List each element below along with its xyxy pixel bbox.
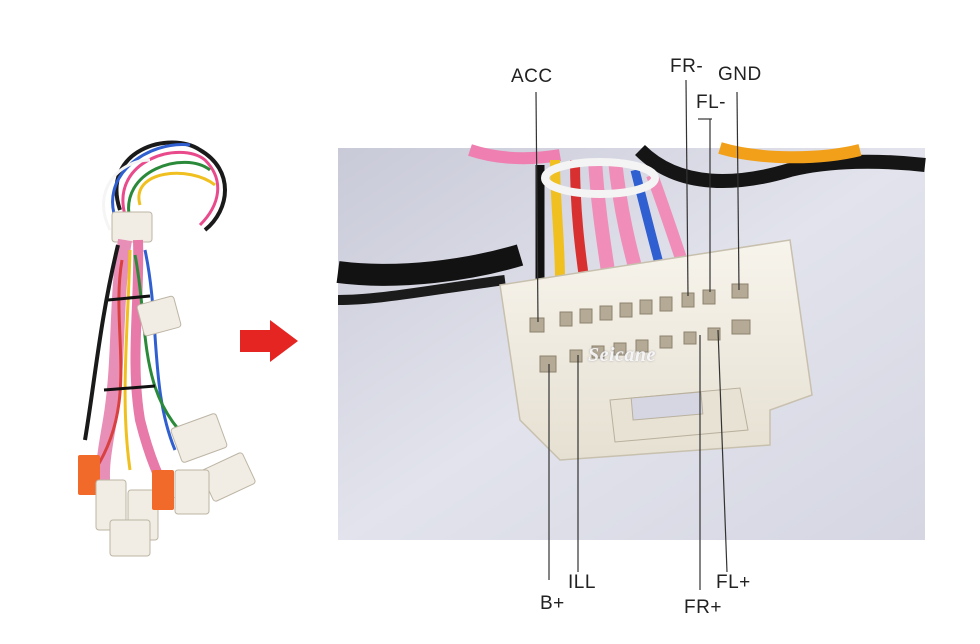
wiring-harness-image	[78, 140, 256, 557]
arrow-right-icon	[240, 320, 298, 362]
pin-label-fl-plus: FL+	[716, 572, 751, 593]
pin-label-gnd: GND	[718, 64, 762, 85]
pin-label-acc: ACC	[511, 66, 553, 87]
pin-label-b-plus: B+	[540, 593, 565, 614]
pin-label-fr-plus: FR+	[684, 597, 722, 618]
pin-label-fr-minus: FR-	[670, 56, 704, 77]
pin-label-fl-minus: FL-	[696, 92, 726, 113]
pin-label-ill: ILL	[568, 572, 596, 593]
leader-line-fr-minus	[685, 79, 689, 297]
watermark-logo: Seicane	[588, 344, 656, 366]
leader-line-fl-plus	[717, 329, 728, 573]
leader-line-gnd	[736, 91, 740, 291]
leader-lines	[535, 79, 740, 590]
leader-line-acc	[535, 91, 539, 323]
